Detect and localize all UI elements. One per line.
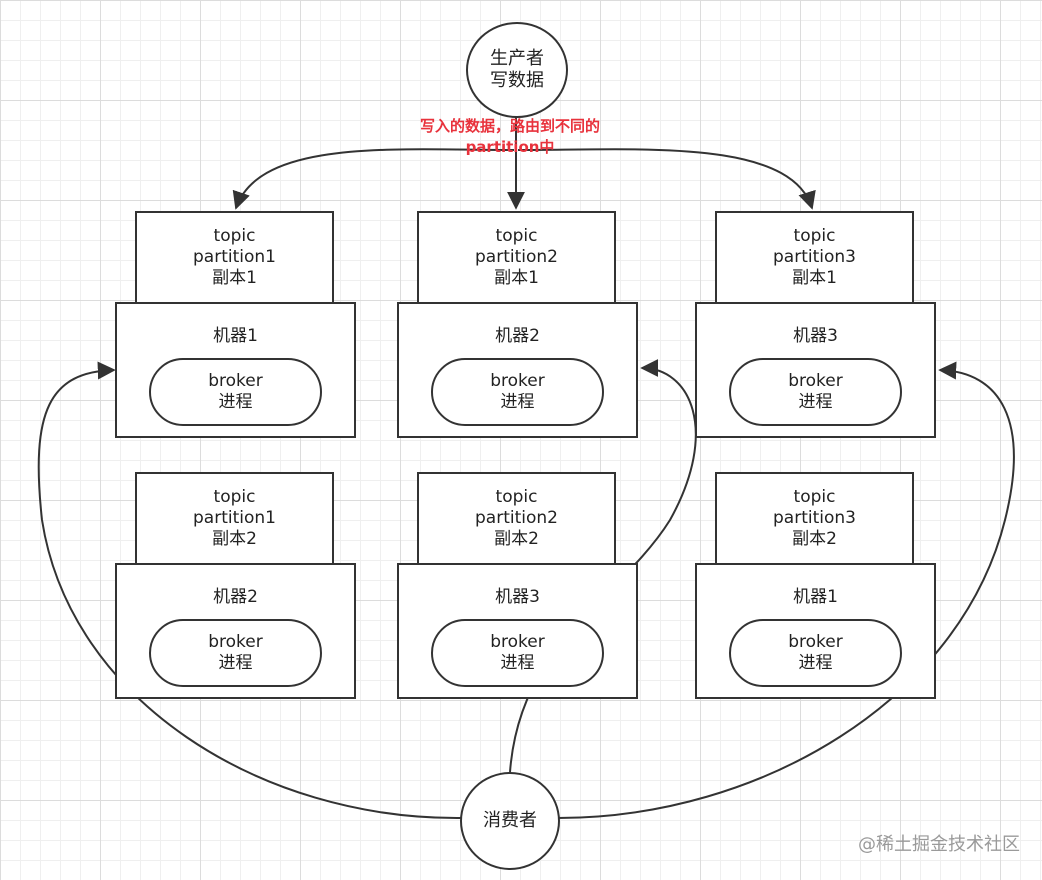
machine-label: 机器1: [213, 326, 258, 346]
broker-process: broker 进程: [149, 619, 322, 687]
partition-label: partition3: [773, 508, 856, 528]
topic-label: topic: [793, 487, 836, 507]
process-label: 进程: [218, 653, 253, 673]
machine3-box: 机器3 broker 进程: [695, 302, 936, 438]
broker-label: broker: [490, 371, 545, 391]
machine-label: 机器1: [793, 587, 838, 607]
arrow-consumer-to-machine1: [37, 361, 463, 820]
topic-partition3-replica1: topic partition3 副本1: [715, 211, 914, 304]
producer-node: 生产者 写数据: [466, 22, 568, 118]
routing-annotation: 写入的数据，路由到不同的 partition中: [388, 116, 632, 158]
broker-label: broker: [208, 632, 263, 652]
broker-process: broker 进程: [431, 358, 604, 426]
process-label: 进程: [798, 392, 833, 412]
machine1-box: 机器1 broker 进程: [695, 563, 936, 699]
replica-label: 副本1: [494, 268, 539, 288]
process-label: 进程: [798, 653, 833, 673]
replica-label: 副本2: [494, 529, 539, 549]
machine2-box: 机器2 broker 进程: [397, 302, 638, 438]
broker-process: broker 进程: [431, 619, 604, 687]
partition-label: partition3: [773, 247, 856, 267]
machine2-box: 机器2 broker 进程: [115, 563, 356, 699]
replica-label: 副本1: [792, 268, 837, 288]
broker-label: broker: [208, 371, 263, 391]
topic-partition2-replica2: topic partition2 副本2: [417, 472, 616, 565]
producer-label: 生产者: [490, 48, 544, 69]
machine-label: 机器3: [793, 326, 838, 346]
producer-action-label: 写数据: [490, 70, 544, 91]
broker-label: broker: [490, 632, 545, 652]
replica-label: 副本2: [212, 529, 257, 549]
broker-process: broker 进程: [729, 619, 902, 687]
broker-label: broker: [788, 371, 843, 391]
watermark: @稀土掘金技术社区: [858, 834, 1020, 855]
partition-label: partition2: [475, 508, 558, 528]
replica-label: 副本2: [792, 529, 837, 549]
process-label: 进程: [500, 653, 535, 673]
routing-annotation-line2: partition中: [465, 138, 555, 156]
topic-partition1-replica1: topic partition1 副本1: [135, 211, 334, 304]
broker-process: broker 进程: [729, 358, 902, 426]
arrow-producer-to-partition1: [232, 148, 515, 210]
partition-label: partition1: [193, 508, 276, 528]
process-label: 进程: [218, 392, 253, 412]
process-label: 进程: [500, 392, 535, 412]
consumer-node: 消费者: [460, 772, 560, 870]
topic-label: topic: [213, 226, 256, 246]
routing-annotation-line1: 写入的数据，路由到不同的: [419, 117, 600, 135]
partition-label: partition1: [193, 247, 276, 267]
machine-label: 机器3: [495, 587, 540, 607]
broker-process: broker 进程: [149, 358, 322, 426]
machine-label: 机器2: [213, 587, 258, 607]
consumer-label: 消费者: [483, 810, 537, 831]
topic-label: topic: [793, 226, 836, 246]
topic-partition3-replica2: topic partition3 副本2: [715, 472, 914, 565]
arrow-producer-to-partition3: [517, 148, 816, 210]
topic-label: topic: [213, 487, 256, 507]
replica-label: 副本1: [212, 268, 257, 288]
machine3-box: 机器3 broker 进程: [397, 563, 638, 699]
broker-label: broker: [788, 632, 843, 652]
topic-partition1-replica2: topic partition1 副本2: [135, 472, 334, 565]
machine1-box: 机器1 broker 进程: [115, 302, 356, 438]
arrow-consumer-to-machine3: [557, 361, 1015, 819]
topic-label: topic: [495, 487, 538, 507]
topic-partition2-replica1: topic partition2 副本1: [417, 211, 616, 304]
partition-label: partition2: [475, 247, 558, 267]
machine-label: 机器2: [495, 326, 540, 346]
topic-label: topic: [495, 226, 538, 246]
